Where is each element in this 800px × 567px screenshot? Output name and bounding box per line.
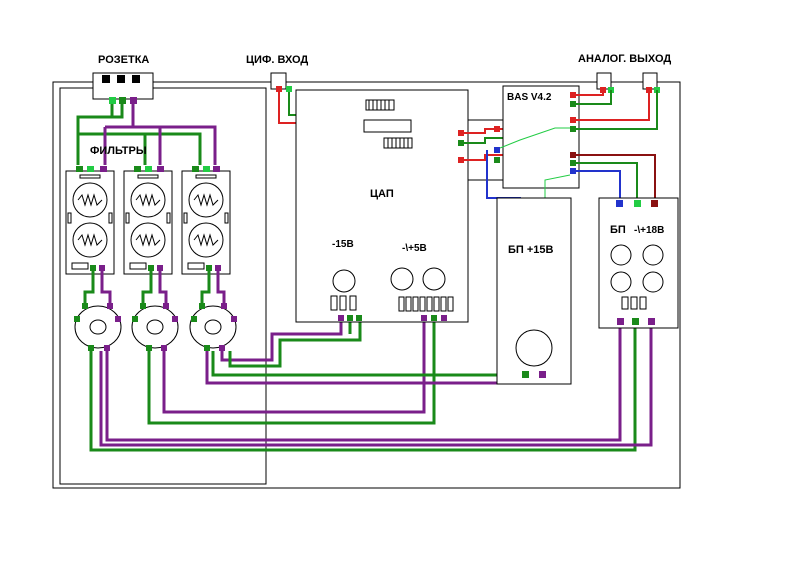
filters-label: ФИЛЬТРЫ <box>90 145 147 157</box>
mains-wires <box>76 104 217 165</box>
psu18-board <box>598 197 679 329</box>
transformer-3 <box>189 303 237 351</box>
bas-power-wires <box>576 154 656 203</box>
transformer-1 <box>74 303 122 351</box>
socket-label: РОЗЕТКА <box>98 54 149 66</box>
bas-board <box>502 85 580 189</box>
dac-plus5-label: -\+5В <box>402 243 427 254</box>
bas-in-pin-1 <box>494 126 500 132</box>
dac-minus15-label: -15В <box>332 239 354 250</box>
bas-label: BAS V4.2 <box>507 92 552 103</box>
enclosure-outline <box>52 81 681 489</box>
psu18-label-b: -\+18В <box>634 225 664 236</box>
filter-1 <box>65 166 115 275</box>
transformer-2 <box>131 303 179 351</box>
filter-2 <box>123 166 173 275</box>
dac-label: ЦАП <box>370 188 394 200</box>
filter-3 <box>181 166 231 275</box>
analog-output-label: АНАЛОГ. ВЫХОД <box>578 53 671 65</box>
mains-socket <box>92 72 154 104</box>
power-section-outline <box>59 87 267 485</box>
dac-board <box>295 89 469 323</box>
bas-in-pin-3 <box>494 147 500 153</box>
psu15-label: БП +15В <box>508 244 554 256</box>
psu18-label-a: БП <box>610 224 626 236</box>
digital-input-label: ЦИФ. ВХОД <box>246 54 308 66</box>
bas-in-pin-5 <box>494 157 500 163</box>
psu15-board <box>496 197 572 385</box>
bas-psu-link <box>544 174 571 203</box>
analog-output-wires <box>576 90 658 130</box>
analog-output-connectors <box>596 72 660 93</box>
filter-transformer-wires <box>83 271 226 305</box>
bas-dac-link <box>499 127 570 149</box>
digital-input-connector <box>270 72 292 92</box>
